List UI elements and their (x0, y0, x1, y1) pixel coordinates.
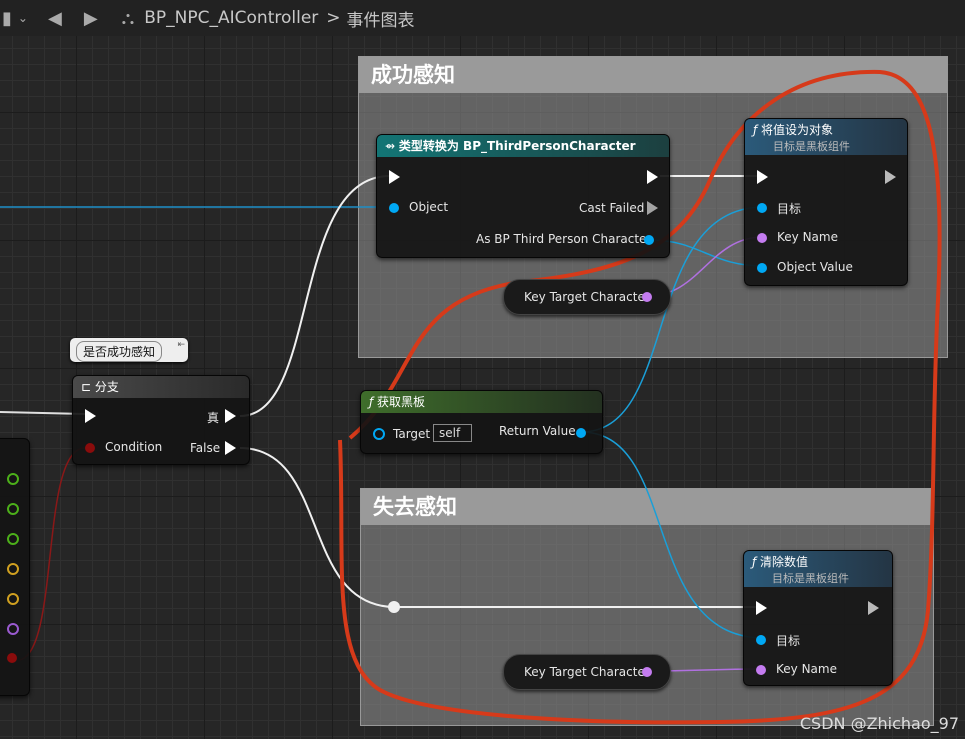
breadcrumb-event-graph[interactable]: 事件图表 (346, 10, 415, 31)
set-object-value-label: Object Value (777, 260, 853, 274)
clear-node-subtitle: 目标是黑板组件 (772, 572, 849, 585)
key-var-2-pin[interactable] (642, 667, 652, 677)
set-node-subtitle: 目标是黑板组件 (773, 140, 850, 153)
set-node-title: 将值设为对象 (761, 123, 834, 137)
toolbar: ▮ ⌄ ◀ ▶ ⛬ BP_NPC_AIController > 事件图表 (0, 0, 965, 36)
clear-key-name-pin[interactable] (756, 665, 766, 675)
key-target-character-var-1[interactable]: Key Target Character (503, 279, 671, 315)
out-pin-7[interactable] (7, 653, 17, 663)
out-pin-6[interactable] (7, 623, 19, 635)
branch-true-label: 真 (207, 411, 220, 425)
self-field[interactable]: self (433, 424, 472, 442)
cast-node-title: 类型转换为 BP_ThirdPersonCharacter (398, 139, 636, 153)
set-key-name-pin[interactable] (757, 233, 767, 243)
cast-as-pin[interactable] (644, 235, 654, 245)
set-target-pin[interactable] (757, 203, 767, 213)
function-icon: ƒ (369, 395, 378, 409)
chevron-down-icon[interactable]: ⌄ (17, 11, 28, 25)
blueprint-title[interactable]: BP_NPC_AIController (144, 8, 319, 28)
forward-arrow-icon[interactable]: ▶ (83, 7, 98, 29)
blackboard-target-label: Target (393, 427, 431, 441)
clear-target-label: 目标 (776, 634, 801, 648)
blueprint-tree-icon: ⛬ (121, 7, 135, 29)
branch-comment-text: 是否成功感知 (76, 341, 163, 362)
branch-false-pin[interactable] (225, 441, 236, 455)
key-var-2-label: Key Target Character (524, 665, 650, 679)
cast-exec-out-pin[interactable] (647, 170, 658, 184)
bookmark-icon[interactable]: ▮ (2, 7, 12, 29)
branch-exec-in-pin[interactable] (85, 409, 96, 423)
breadcrumb-separator: > (326, 8, 341, 28)
blackboard-return-label: Return Value (499, 424, 576, 438)
clear-target-pin[interactable] (756, 635, 766, 645)
branch-node[interactable]: ⊏ 分支 真 Condition False (72, 375, 250, 465)
branch-node-title: 分支 (94, 380, 119, 394)
cast-exec-in-pin[interactable] (389, 170, 400, 184)
watermark: CSDN @Zhichao_97 (799, 714, 959, 733)
clear-node-header: ƒ 清除数值 目标是黑板组件 (744, 551, 892, 587)
out-pin-4[interactable] (7, 563, 19, 575)
annotation-stroke (338, 69, 942, 725)
blackboard-node-header: ƒ 获取黑板 (361, 391, 602, 413)
cast-node[interactable]: ⇴ 类型转换为 BP_ThirdPersonCharacter Object C… (376, 134, 670, 258)
cast-object-pin[interactable] (389, 203, 399, 213)
key-var-1-label: Key Target Character (524, 290, 650, 304)
cast-failed-label: Cast Failed (579, 201, 645, 215)
blackboard-return-pin[interactable] (576, 428, 586, 438)
comment-lost-title: 失去感知 (361, 489, 933, 525)
blackboard-target-pin[interactable] (373, 428, 385, 440)
function-icon: ƒ (753, 123, 762, 137)
set-object-value-pin[interactable] (757, 263, 767, 273)
cast-failed-pin[interactable] (647, 201, 658, 215)
set-value-as-object-node[interactable]: ƒ 将值设为对象 目标是黑板组件 目标 Key Name Object Valu… (744, 118, 908, 286)
clear-node-title: 清除数值 (760, 555, 809, 569)
set-exec-out-pin[interactable] (885, 170, 896, 184)
cast-object-label: Object (409, 200, 449, 214)
clear-value-node[interactable]: ƒ 清除数值 目标是黑板组件 目标 Key Name (743, 550, 893, 686)
branch-comment-bubble[interactable]: 是否成功感知 ⇤ (70, 338, 188, 362)
branch-false-label: False (190, 441, 221, 455)
pin-comment-icon[interactable]: ⇤ (177, 340, 185, 350)
blackboard-node-title: 获取黑板 (377, 395, 426, 409)
back-arrow-icon[interactable]: ◀ (47, 7, 62, 29)
branch-icon: ⊏ (81, 380, 95, 394)
set-target-label: 目标 (777, 202, 802, 216)
out-pin-5[interactable] (7, 593, 19, 605)
set-node-header: ƒ 将值设为对象 目标是黑板组件 (745, 119, 907, 155)
out-pin-1[interactable] (7, 473, 19, 485)
cast-as-label: As BP Third Person Character (476, 232, 652, 246)
key-target-character-var-2[interactable]: Key Target Character (503, 654, 671, 690)
branch-node-header: ⊏ 分支 (73, 376, 249, 398)
branch-condition-pin[interactable] (85, 443, 95, 453)
clear-exec-in-pin[interactable] (756, 601, 767, 615)
out-pin-3[interactable] (7, 533, 19, 545)
cast-icon: ⇴ (385, 139, 399, 153)
function-icon: ƒ (752, 555, 761, 569)
out-pin-2[interactable] (7, 503, 19, 515)
clear-key-name-label: Key Name (776, 662, 837, 676)
set-exec-in-pin[interactable] (757, 170, 768, 184)
branch-condition-label: Condition (105, 440, 163, 454)
cast-node-header: ⇴ 类型转换为 BP_ThirdPersonCharacter (377, 135, 669, 157)
set-key-name-label: Key Name (777, 230, 838, 244)
key-var-1-pin[interactable] (642, 292, 652, 302)
get-blackboard-node[interactable]: ƒ 获取黑板 Target self Return Value (360, 390, 603, 454)
clear-exec-out-pin[interactable] (868, 601, 879, 615)
partial-node-left[interactable] (0, 438, 30, 696)
branch-true-pin[interactable] (225, 409, 236, 423)
